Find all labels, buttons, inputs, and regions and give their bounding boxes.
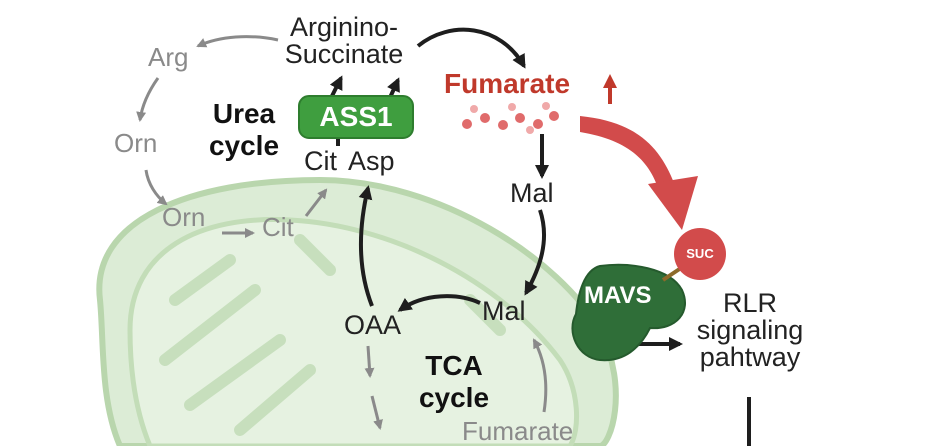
- suc-modification: [674, 228, 726, 280]
- mitochondrion: [96, 176, 619, 446]
- rlr-line2: signaling: [696, 315, 804, 345]
- rlr-line3: pahtway: [699, 342, 801, 372]
- urea-cycle-arrows: [136, 35, 328, 238]
- succination-arrow: [580, 116, 698, 230]
- ass1-enzyme: [298, 95, 414, 139]
- cit-lower-label: Cit: [262, 212, 294, 242]
- suc-label: SUC: [686, 246, 714, 261]
- mavs-protein: [571, 263, 686, 362]
- oaa-label: OAA: [344, 310, 402, 340]
- tca-cycle-title: TCA cycle: [406, 352, 502, 412]
- rlr-line1: RLR: [722, 288, 777, 318]
- arginino-line2: Succinate: [284, 39, 404, 69]
- orn-lower-label: Orn: [162, 202, 206, 232]
- tca-cycle-arrows: [364, 338, 548, 430]
- mal-upper-label: Mal: [510, 178, 554, 208]
- cit-upper-label: Cit: [304, 146, 337, 176]
- tca-cycle-title-line1: TCA: [425, 350, 483, 381]
- rlr-pathway-label: RLR signaling pahtway: [680, 290, 820, 371]
- arginino-succinate-label: Arginino- Succinate: [270, 14, 418, 68]
- arg-label: Arg: [148, 42, 189, 72]
- arginino-line1: Arginino-: [289, 12, 399, 42]
- mal-lower-label: Mal: [482, 296, 526, 326]
- increase-arrow-icon: [603, 74, 617, 104]
- urea-cycle-title-line1: Urea: [212, 98, 276, 129]
- fumarate-top-label: Fumarate: [444, 68, 571, 99]
- fumarate-molecules: [462, 102, 559, 134]
- fumarate-bottom-label: Fumarate: [462, 416, 574, 446]
- urea-cycle-title: Urea cycle: [198, 100, 290, 160]
- ass1-label: ASS1: [319, 101, 393, 132]
- orn-upper-label: Orn: [114, 128, 158, 158]
- asp-label: Asp: [348, 146, 395, 176]
- urea-cycle-title-line2: cycle: [208, 130, 280, 161]
- tca-cycle-title-line2: cycle: [418, 382, 490, 413]
- mavs-label: MAVS: [584, 282, 652, 309]
